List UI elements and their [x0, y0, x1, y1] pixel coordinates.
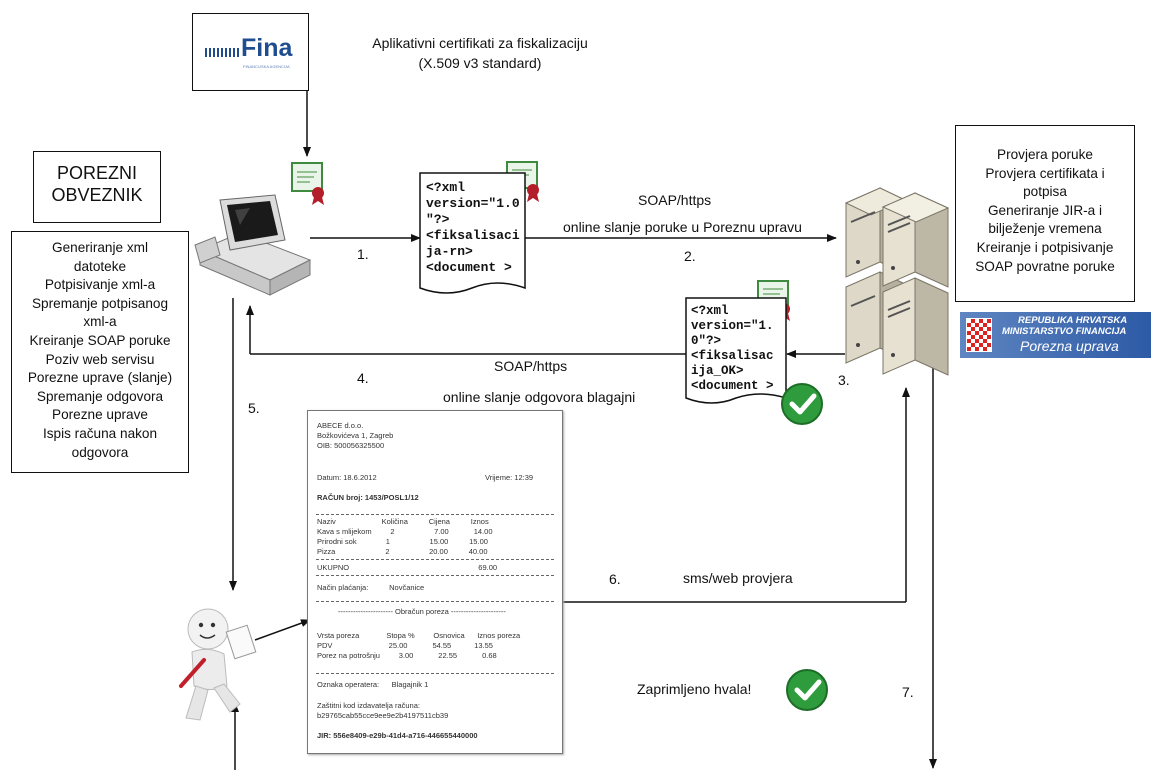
server-step: Provjera poruke [997, 147, 1093, 162]
server-step: Generiranje JIR-a i [987, 202, 1103, 218]
receipt-number: RAČUN broj: 1453/POSL1/12 [317, 493, 419, 502]
server-steps-box: Provjera poruke Provjera certifikata i p… [955, 125, 1135, 302]
receipt-tax-title: ---------------------- Obračun poreza --… [338, 607, 506, 616]
receipt-divider [316, 601, 554, 602]
client-step: Spremanje potpisanog [31, 295, 169, 311]
step-5: 5. [248, 400, 260, 416]
ministry-line3: Porezna uprava [1020, 338, 1119, 354]
receipt-payment: Način plaćanja: Novčanice [317, 583, 425, 592]
step-2: 2. [684, 248, 696, 264]
server-step: Provjera certifikata i [985, 165, 1105, 181]
step-4: 4. [357, 370, 369, 386]
request-document-text: <?xml version="1.0 "?> <fiksalisaci ja-r… [426, 180, 520, 275]
croatian-coat-of-arms-icon [966, 318, 992, 352]
step-1: 1. [357, 246, 369, 262]
server-step: Kreiranje i potpisivanje [976, 239, 1114, 255]
receipt-divider [316, 575, 554, 576]
client-step: Spremanje odgovora [36, 388, 164, 404]
client-step: Porezne uprave [52, 407, 148, 423]
ministry-line2: MINISTARSTVO FINANCIJA [1002, 326, 1127, 337]
receipt-tax-rows: Vrsta poreza Stopa % Osnovica Iznos pore… [317, 631, 521, 660]
check-icon-thanks [786, 669, 828, 711]
receipt-total: UKUPNO 69.00 [317, 563, 498, 572]
fina-logo-text: Fina [241, 34, 293, 62]
ministry-line1: REPUBLIKA HRVATSKA [1018, 315, 1128, 326]
client-step: xml-a [83, 314, 117, 330]
receipt-divider [316, 559, 554, 560]
server-step: potpisa [1023, 184, 1067, 200]
taxpayer-box: POREZNI OBVEZNIK [33, 151, 161, 223]
receipt-time: Vrijeme: 12:39 [485, 473, 534, 482]
receipt-divider [316, 514, 554, 515]
taxpayer-line2: OBVEZNIK [51, 185, 143, 205]
receipt-items: Naziv Količina Cijena Iznos Kava s mlije… [317, 517, 493, 556]
step-6: 6. [609, 571, 621, 587]
client-step: Potpisivanje xml-a [44, 277, 156, 293]
step-7: 7. [902, 684, 914, 700]
label-send-reply: online slanje odgovora blagajni [443, 389, 636, 405]
client-step: Ispis računa nakon [42, 425, 158, 441]
receipt-jir: JIR: 556e8409-e29b-41d4-a716-44665544000… [317, 731, 478, 740]
receipt-date: Datum: 18.6.2012 [317, 473, 377, 482]
taxpayer-line1: POREZNI [56, 163, 137, 183]
server-step: bilježenje vremena [988, 221, 1102, 237]
fina-logo-subtext: FINANCIJSKA AGENCIJA [243, 64, 290, 69]
server-step: SOAP povratne poruke [975, 258, 1115, 274]
client-step: Porezne uprave (slanje) [27, 370, 173, 386]
label-send-message: online slanje poruke u Poreznu upravu [563, 219, 802, 235]
receipt-operator: Oznaka operatera: Blagajnik 1 [317, 680, 429, 689]
client-step: odgovora [71, 444, 129, 460]
fina-stripes-icon [205, 48, 241, 57]
certificate-title-line2: (X.509 v3 standard) [418, 55, 542, 71]
receipt-header: ABECE d.o.o. Božkovićeva 1, Zagreb OIB: … [317, 421, 394, 450]
fina-logo-box: Fina FINANCIJSKA AGENCIJA [192, 13, 309, 91]
certificate-icon-computer [291, 162, 324, 205]
label-sms-check: sms/web provjera [683, 570, 793, 586]
receipt-zki: Zaštitni kod izdavatelja računa: b29765c… [317, 701, 449, 720]
label-soap-top: SOAP/https [638, 192, 712, 208]
client-step: Poziv web servisu [45, 351, 155, 367]
receipt-divider [316, 673, 554, 674]
client-step: datoteke [73, 258, 127, 274]
ministry-banner: REPUBLIKA HRVATSKA MINISTARSTVO FINANCIJ… [960, 312, 1151, 358]
label-soap-bottom: SOAP/https [494, 358, 568, 374]
certificate-title-line1: Aplikativni certifikati za fiskalizaciju [372, 35, 588, 51]
check-icon-response [781, 383, 823, 425]
fiscal-receipt: ABECE d.o.o. Božkovićeva 1, Zagreb OIB: … [307, 410, 563, 754]
label-thanks: Zaprimljeno hvala! [637, 681, 752, 697]
client-step: Generiranje xml [52, 240, 148, 255]
arrow-person-receipt [254, 619, 311, 641]
client-step: Kreiranje SOAP poruke [29, 332, 171, 348]
response-document-text: <?xml version="1. 0"?> <fiksalisac ija_O… [691, 304, 774, 393]
client-steps-box: Generiranje xml datoteke Potpisivanje xm… [11, 231, 189, 473]
step-3: 3. [838, 372, 850, 388]
certificate-title: Aplikativni certifikati za fiskalizaciju… [330, 33, 630, 73]
